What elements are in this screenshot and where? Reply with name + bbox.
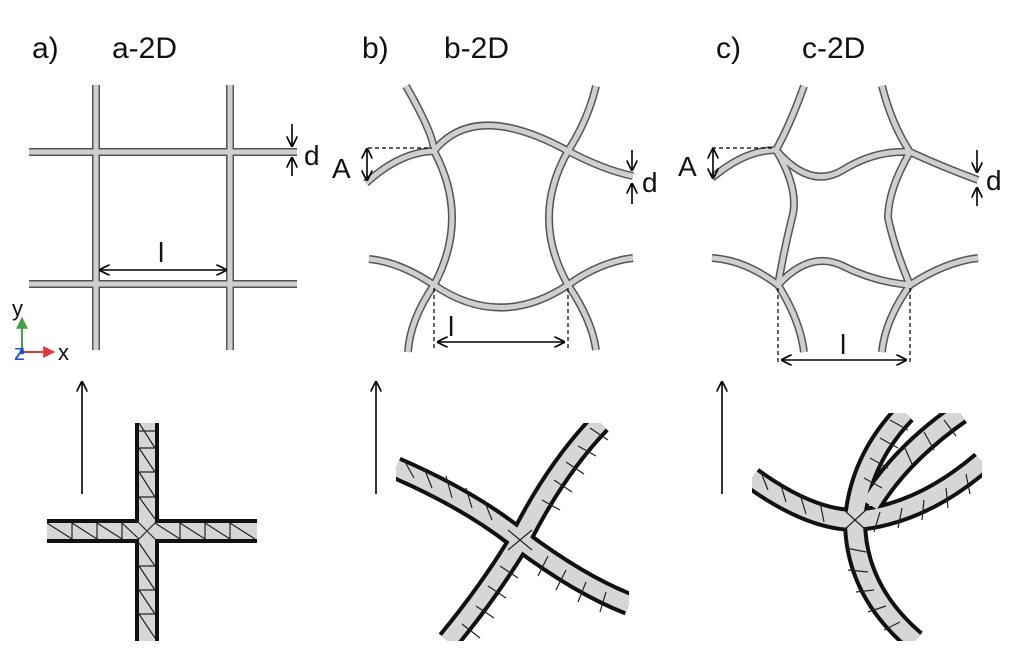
panel-b-l-label: l [448,311,454,342]
panel-b-mesh-detail [396,423,629,641]
panel-c-tag: c) [716,32,741,65]
panel-a-d-label: d [304,140,320,171]
panel-c-title: c-2D [802,32,865,65]
panel-b-A-label: A [332,153,351,184]
panel-b-tag: b) [362,32,389,65]
panel-b-d-dimension: d [632,150,658,204]
axis-z-label: z [14,340,25,365]
panel-a-l-dimension: l [100,237,226,270]
coordinate-axes: y x z [12,296,69,365]
panel-c-d-dimension: d [977,150,1002,206]
panel-c-mesh-detail [752,413,982,641]
panel-c-d-label: d [986,165,1002,196]
panel-b-d-label: d [642,167,658,198]
panel-a-l-label: l [158,237,164,268]
panel-b-amplitude-dimension: A [332,147,432,184]
panel-b-title: b-2D [444,32,509,65]
axis-x-label: x [58,340,69,365]
panel-a-lattice [29,85,297,350]
panel-c-amplitude-dimension: A [678,147,774,182]
panel-c-lattice [709,84,980,353]
panel-a-tag: a) [32,32,59,65]
panel-a: a) a-2D d l y x z [12,32,320,641]
panel-a-title: a-2D [112,32,177,65]
panel-b: b) b-2D A d l [332,32,658,641]
panel-b-l-dimension: l [433,288,569,350]
panel-a-d-dimension: d [292,124,320,176]
panel-c-A-label: A [678,151,697,182]
axis-y-label: y [12,296,23,321]
panel-c: c) c-2D A d l [678,32,1002,641]
panel-c-l-label: l [840,329,846,360]
panel-c-l-dimension: l [777,288,911,364]
panel-b-lattice [363,84,634,353]
panel-a-mesh-detail [47,423,257,641]
